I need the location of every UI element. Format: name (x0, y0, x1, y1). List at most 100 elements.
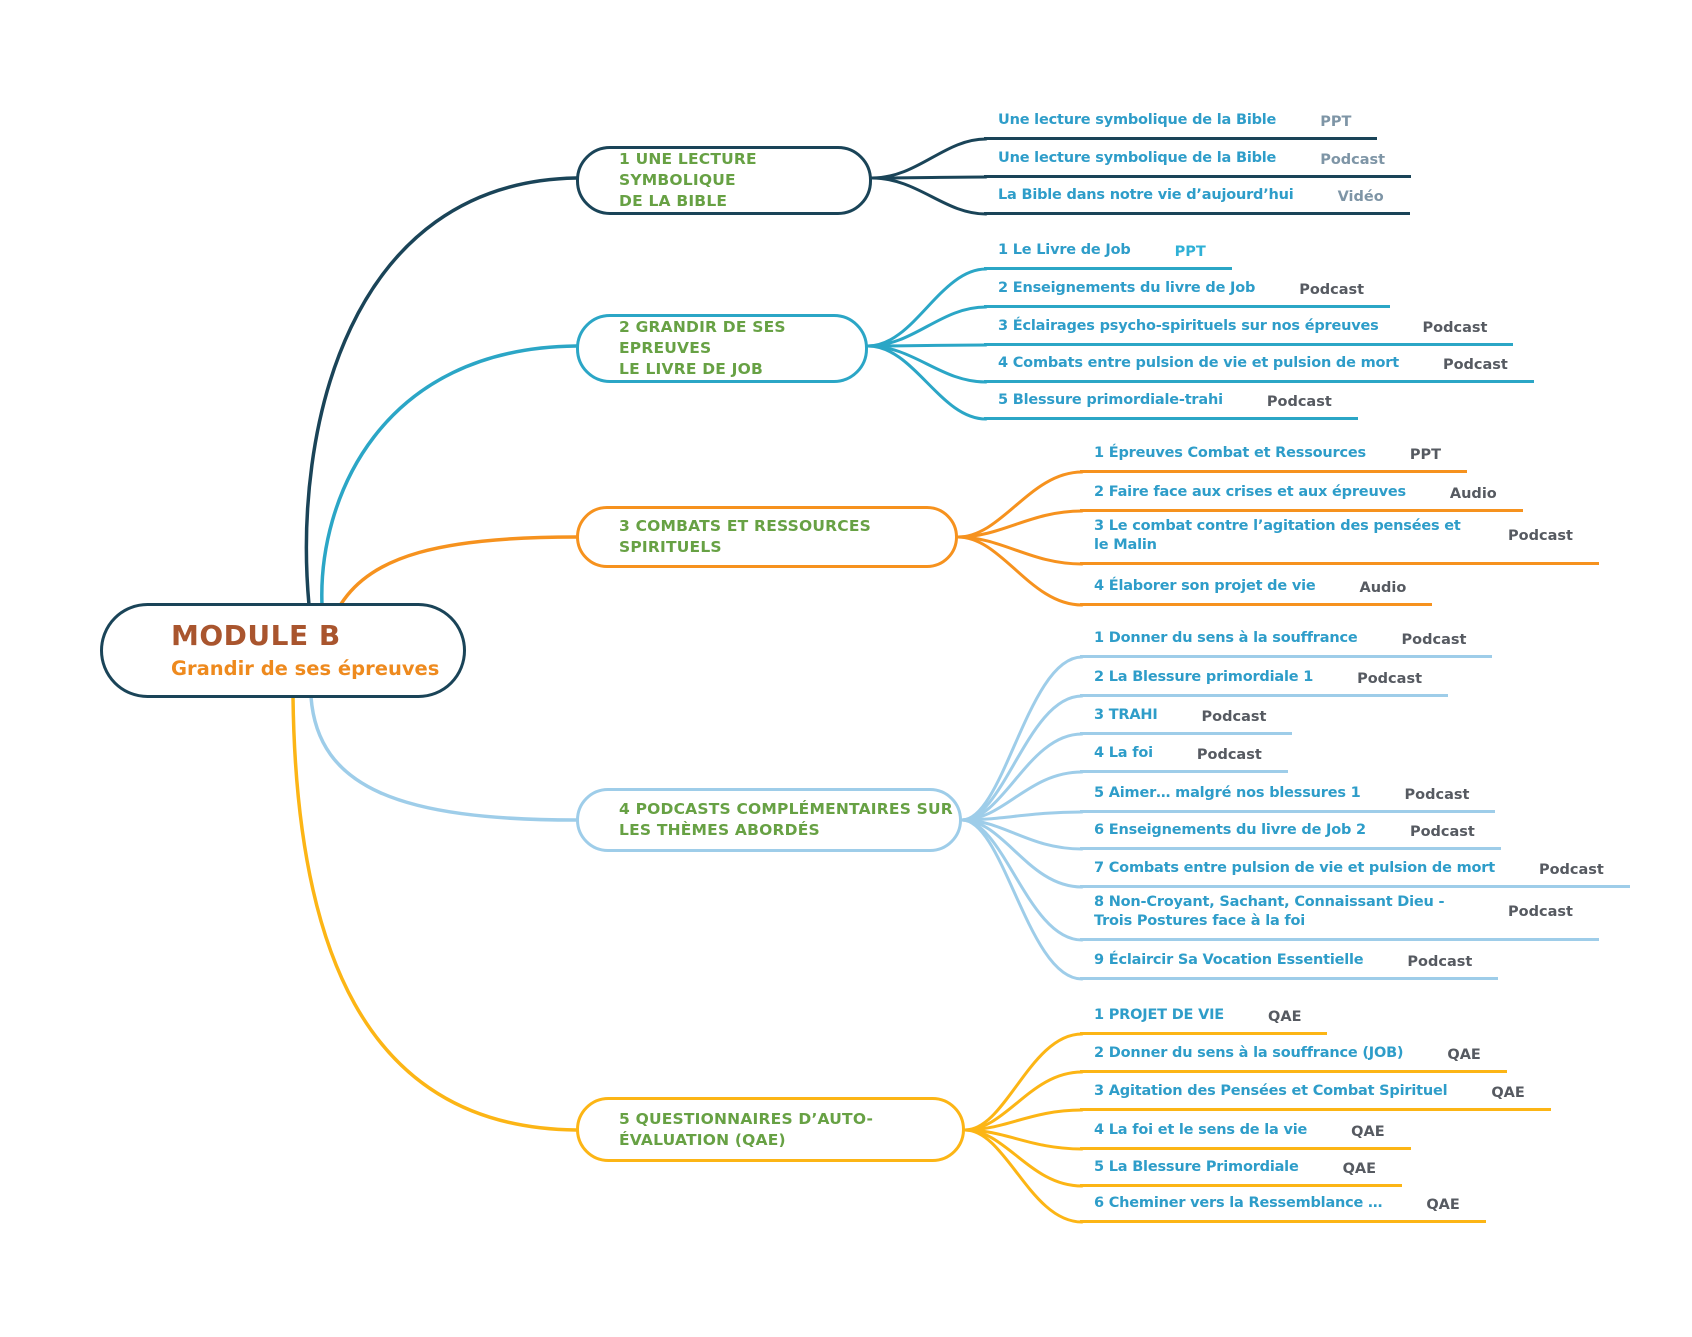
leaf-tag: Podcast (1299, 282, 1365, 298)
leaf-title: 7 Combats entre pulsion de vie et pulsio… (1094, 860, 1495, 876)
leaf-tag: Podcast (1422, 320, 1488, 336)
branch-node-2[interactable]: 2 GRANDIR DE SES EPREUVES LE LIVRE DE JO… (576, 314, 868, 383)
leaf-node[interactable]: 8 Non-Croyant, Sachant, Connaissant Dieu… (1080, 893, 1599, 941)
curve-branch2-leaf5 (866, 344, 988, 421)
leaf-title: Une lecture symbolique de la Bible (998, 112, 1277, 128)
curve-branch1-leaf3 (870, 176, 988, 216)
leaf-tag: Podcast (1404, 787, 1470, 803)
leaf-tag: Podcast (1196, 747, 1262, 763)
curve-branch4-leaf7 (960, 818, 1084, 889)
leaf-node[interactable]: 2 Donner du sens à la souffrance (JOB) Q… (1080, 1044, 1507, 1073)
leaf-tag: Podcast (1409, 824, 1475, 840)
leaf-title: 2 Donner du sens à la souffrance (JOB) (1094, 1045, 1404, 1061)
leaf-node[interactable]: 2 Faire face aux crises et aux épreuves … (1080, 483, 1523, 512)
leaf-tag: Podcast (1442, 357, 1508, 373)
leaf-tag: PPT (1409, 447, 1442, 463)
curve-branch5-leaf1 (963, 1032, 1084, 1132)
branch-node-4[interactable]: 4 PODCASTS COMPLÉMENTAIRES SUR LES THÈME… (576, 788, 962, 852)
leaf-title: 4 Combats entre pulsion de vie et pulsio… (998, 355, 1399, 371)
leaf-tag: Podcast (1201, 709, 1267, 725)
branch-label: 1 UNE LECTURE SYMBOLIQUE DE LA BIBLE (619, 150, 757, 210)
leaf-tag: PPT (1320, 114, 1352, 130)
leaf-tag: QAE (1268, 1009, 1302, 1025)
curve-branch1-leaf1 (870, 137, 988, 180)
branch-label: 3 COMBATS ET RESSOURCES SPIRITUELS (619, 517, 872, 556)
leaf-tag: Audio (1359, 580, 1407, 596)
leaf-title: 9 Éclaircir Sa Vocation Essentielle (1094, 952, 1364, 968)
leaf-title: 2 La Blessure primordiale 1 (1094, 669, 1314, 685)
leaf-title: 5 Aimer… malgré nos blessures 1 (1094, 785, 1361, 801)
curve-branch4-leaf8 (960, 818, 1084, 942)
leaf-node[interactable]: 6 Cheminer vers la Ressemblance … QAE (1080, 1194, 1486, 1223)
leaf-node[interactable]: 1 Épreuves Combat et Ressources PPT (1080, 444, 1468, 473)
leaf-title: 5 Blessure primordiale-trahi (998, 392, 1223, 408)
curve-central-to-branch-1 (304, 176, 578, 607)
leaf-node[interactable]: 5 La Blessure Primordiale QAE (1080, 1158, 1403, 1187)
branch-label: 5 QUESTIONNAIRES D’AUTO- ÉVALUATION (QAE… (619, 1109, 874, 1149)
leaf-tag: QAE (1447, 1047, 1481, 1063)
leaf-node[interactable]: 4 Élaborer son projet de vie Audio (1080, 577, 1433, 606)
curve-branch2-leaf3 (866, 343, 988, 348)
central-topic-node[interactable]: MODULE B Grandir de ses épreuves (100, 603, 466, 698)
curve-branch5-leaf2 (963, 1070, 1084, 1132)
leaf-tag: Podcast (1320, 152, 1386, 168)
curve-branch3-leaf1 (956, 470, 1084, 539)
branch-node-3[interactable]: 3 COMBATS ET RESSOURCES SPIRITUELS (576, 506, 958, 568)
leaf-node[interactable]: 1 Le Livre de Job PPT (984, 241, 1232, 270)
leaf-tag: Podcast (1401, 632, 1467, 648)
central-topic-title: MODULE B (171, 619, 341, 653)
leaf-title: 1 PROJET DE VIE (1094, 1007, 1225, 1023)
curve-branch5-leaf6 (963, 1128, 1084, 1224)
curve-branch3-leaf2 (956, 509, 1084, 539)
leaf-node[interactable]: 2 La Blessure primordiale 1 Podcast (1080, 668, 1449, 697)
leaf-node[interactable]: 7 Combats entre pulsion de vie et pulsio… (1080, 859, 1630, 888)
leaf-node[interactable]: 1 Donner du sens à la souffrance Podcast (1080, 629, 1493, 658)
curve-branch2-leaf2 (866, 305, 988, 348)
leaf-title: 5 La Blessure Primordiale (1094, 1159, 1299, 1175)
curve-branch4-leaf4 (960, 770, 1084, 822)
leaf-node[interactable]: Une lecture symbolique de la Bible Podca… (984, 149, 1412, 178)
leaf-node[interactable]: 3 TRAHI Podcast (1080, 706, 1293, 735)
leaf-node[interactable]: 3 Agitation des Pensées et Combat Spirit… (1080, 1082, 1551, 1111)
curve-central-to-branch-3 (339, 535, 578, 606)
leaf-tag: Podcast (1266, 394, 1332, 410)
leaf-tag: Vidéo (1337, 189, 1384, 205)
leaf-tag: Podcast (1538, 862, 1604, 878)
curve-branch4-leaf9 (960, 818, 1084, 981)
curve-central-to-branch-5 (291, 695, 578, 1132)
curve-branch2-leaf4 (866, 344, 988, 384)
leaf-tag: QAE (1426, 1197, 1460, 1213)
leaf-node[interactable]: 5 Aimer… malgré nos blessures 1 Podcast (1080, 784, 1496, 813)
leaf-node[interactable]: 4 La foi et le sens de la vie QAE (1080, 1121, 1411, 1150)
leaf-title: 4 Élaborer son projet de vie (1094, 578, 1316, 594)
leaf-title: 8 Non-Croyant, Sachant, Connaissant Dieu… (1094, 894, 1445, 929)
branch-node-5[interactable]: 5 QUESTIONNAIRES D’AUTO- ÉVALUATION (QAE… (576, 1097, 965, 1162)
curve-branch2-leaf1 (866, 267, 988, 348)
leaf-title: Une lecture symbolique de la Bible (998, 150, 1277, 166)
leaf-tag: QAE (1342, 1161, 1377, 1177)
leaf-node[interactable]: 4 Combats entre pulsion de vie et pulsio… (984, 354, 1534, 383)
leaf-node[interactable]: La Bible dans notre vie d’aujourd’hui Vi… (984, 186, 1410, 215)
curve-central-to-branch-4 (309, 695, 578, 822)
leaf-title: 6 Enseignements du livre de Job 2 (1094, 822, 1366, 838)
leaf-node[interactable]: 9 Éclaircir Sa Vocation Essentielle Podc… (1080, 951, 1499, 980)
leaf-node[interactable]: 5 Blessure primordiale-trahi Podcast (984, 391, 1358, 420)
leaf-tag: Podcast (1407, 954, 1473, 970)
leaf-title: 4 La foi et le sens de la vie (1094, 1122, 1308, 1138)
leaf-title: 2 Enseignements du livre de Job (998, 280, 1256, 296)
branch-label: 4 PODCASTS COMPLÉMENTAIRES SUR LES THÈME… (619, 800, 953, 839)
curve-branch3-leaf4 (956, 535, 1084, 607)
branch-node-1[interactable]: 1 UNE LECTURE SYMBOLIQUE DE LA BIBLE (576, 146, 872, 215)
leaf-node[interactable]: Une lecture symbolique de la Bible PPT (984, 111, 1378, 140)
leaf-node[interactable]: 2 Enseignements du livre de Job Podcast (984, 279, 1391, 308)
leaf-node[interactable]: 4 La foi Podcast (1080, 744, 1288, 773)
leaf-node[interactable]: 3 Éclairages psycho-spirituels sur nos é… (984, 317, 1514, 346)
leaf-node[interactable]: 1 PROJET DE VIE QAE (1080, 1006, 1328, 1035)
leaf-node[interactable]: 6 Enseignements du livre de Job 2 Podcas… (1080, 821, 1501, 850)
leaf-node[interactable]: 3 Le combat contre l’agitation des pensé… (1080, 517, 1599, 565)
curve-branch4-leaf2 (960, 694, 1084, 822)
leaf-title: 2 Faire face aux crises et aux épreuves (1094, 484, 1406, 500)
curve-branch5-leaf5 (963, 1128, 1084, 1188)
leaf-tag: Podcast (1357, 671, 1423, 687)
